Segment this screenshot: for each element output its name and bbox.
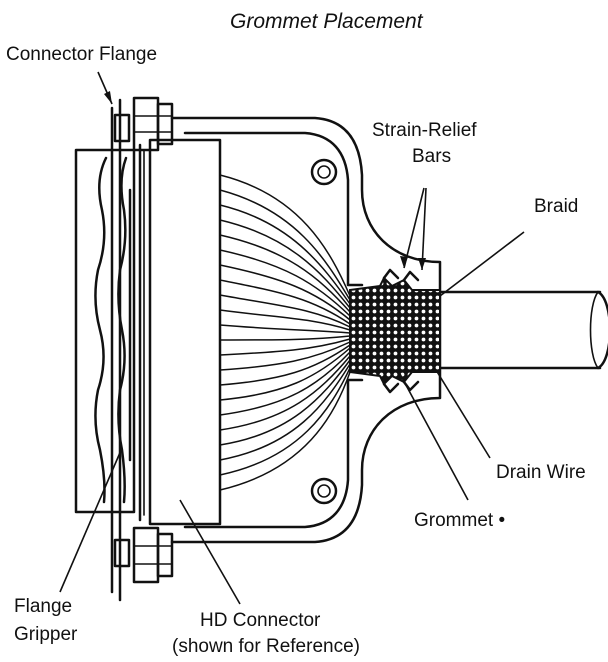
grommet-braid-block	[349, 268, 441, 394]
leader-lines	[59, 71, 525, 605]
connector-flange	[110, 98, 131, 602]
flange-gripper	[128, 188, 135, 462]
label-flange-gripper-line2: Gripper	[14, 624, 78, 645]
label-strain-relief-bars: Strain-Relief	[372, 120, 477, 141]
diagram-title: Grommet Placement	[230, 10, 424, 33]
cable	[438, 290, 608, 370]
label-strain-relief-bars-line2: Bars	[412, 146, 451, 167]
label-drain-wire: Drain Wire	[496, 462, 586, 483]
label-hd-connector-note: (shown for Reference)	[172, 636, 360, 657]
label-hd-connector: HD Connector	[200, 610, 321, 631]
label-connector-flange: Connector Flange	[6, 44, 157, 65]
label-grommet: Grommet •	[414, 510, 505, 531]
hd-connector	[74, 138, 222, 526]
internal-wires	[219, 174, 351, 491]
flange-screws	[132, 96, 174, 584]
label-flange-gripper: Flange	[14, 596, 72, 617]
label-braid: Braid	[534, 196, 578, 217]
